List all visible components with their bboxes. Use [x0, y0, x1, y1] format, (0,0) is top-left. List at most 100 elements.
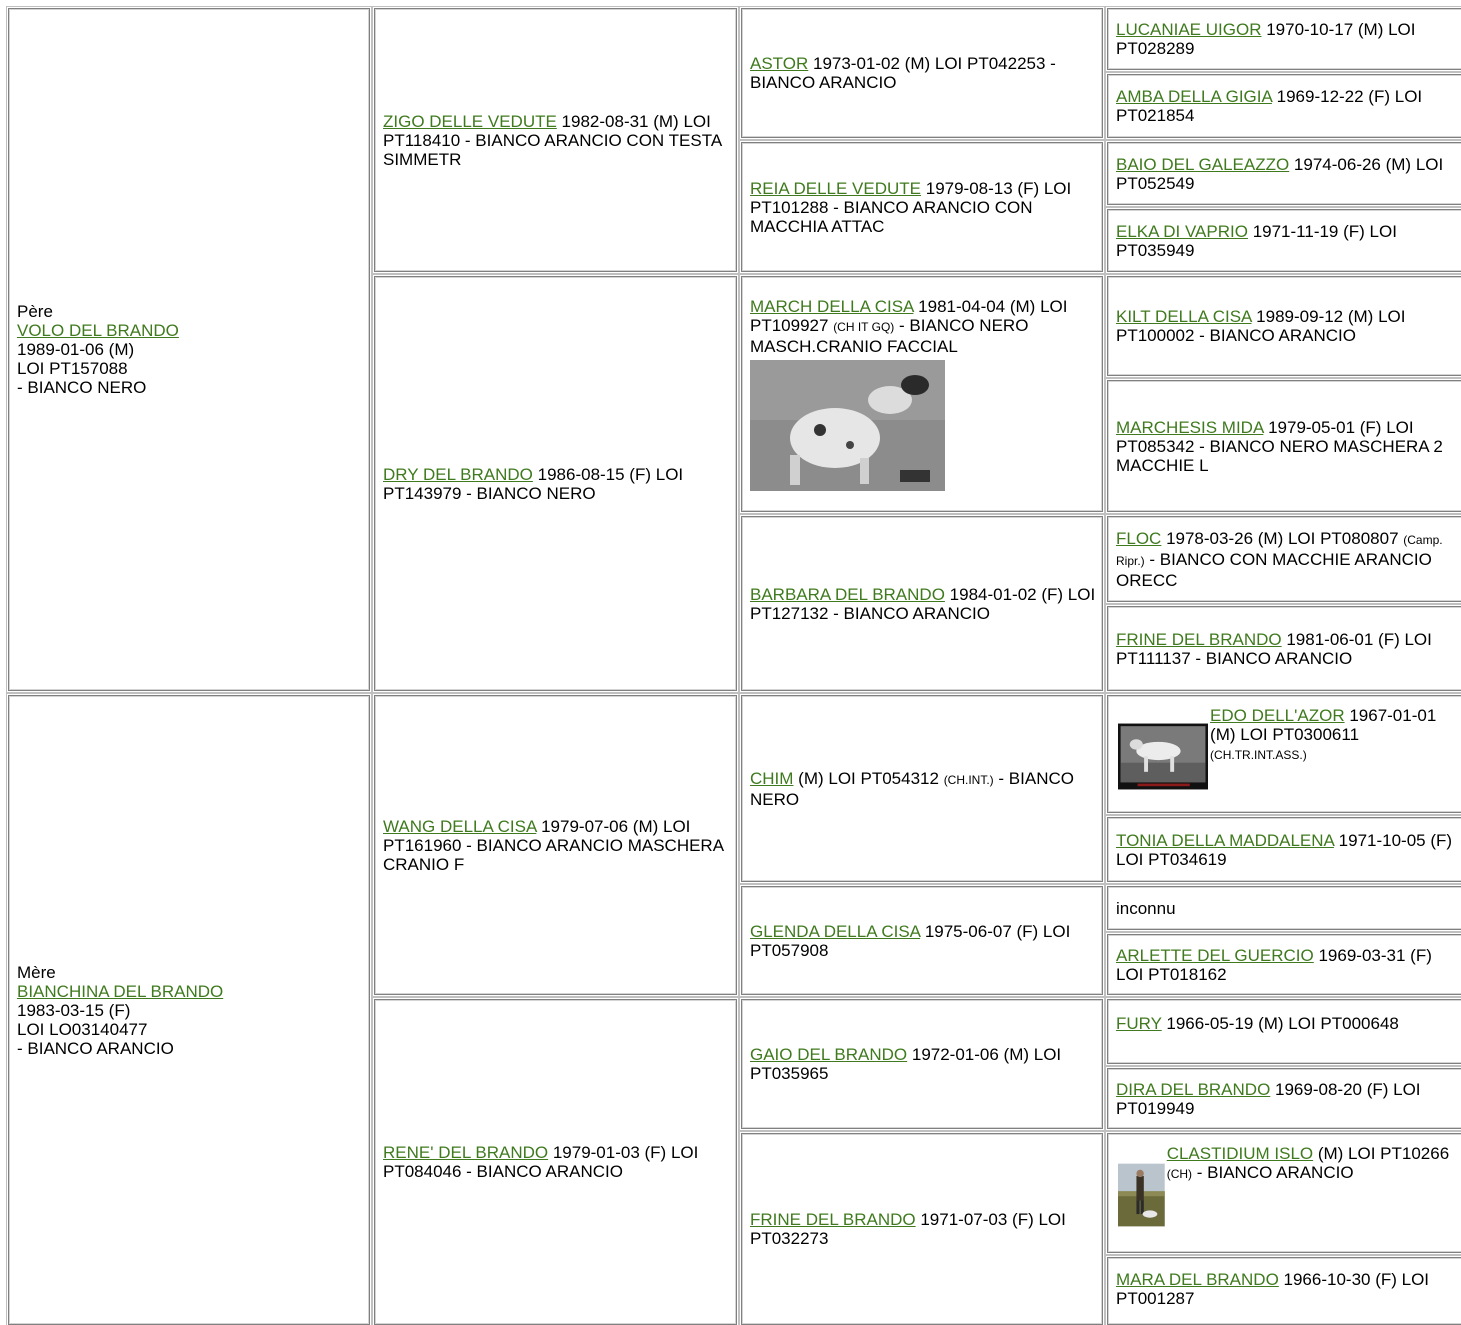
gen3-chim-title: (CH.INT.): [943, 772, 994, 787]
gen4-dira-details: 1969-08-20 (F) LOI PT019949: [1116, 1079, 1421, 1118]
dam-cell: Mère BIANCHINA DEL BRANDO 1983-03-15 (F)…: [6, 693, 372, 1325]
gen3-astor-link[interactable]: ASTOR: [750, 54, 809, 73]
gen3-astor-details: 1973-01-02 (M) LOI PT042253 - BIANCO ARA…: [750, 54, 1056, 92]
gen4-mara-link[interactable]: MARA DEL BRANDO: [1116, 1270, 1279, 1289]
dam-birth: 1983-03-15 (F): [17, 1000, 131, 1020]
unknown-label: inconnu: [1116, 898, 1176, 918]
gen3-chim-color: - BIANCO NERO: [750, 768, 1074, 809]
gen4-mara-cell: MARA DEL BRANDO 1966-10-30 (F) LOI PT001…: [1105, 1255, 1461, 1325]
gen3-gaio-cell: GAIO DEL BRANDO 1972-01-06 (M) LOI PT035…: [739, 997, 1105, 1131]
gen4-kilt-details: 1989-09-12 (M) LOI PT100002 - BIANCO ARA…: [1116, 307, 1406, 345]
dog-photo[interactable]: [1118, 706, 1209, 807]
dam-registration: LOI LO03140477: [17, 1019, 148, 1039]
gen2-rene-cell: RENE' DEL BRANDO 1979-01-03 (F) LOI PT08…: [372, 997, 739, 1325]
gen3-chim-link[interactable]: CHIM: [750, 768, 794, 788]
gen4-edo-title: (CH.TR.INT.ASS.): [1210, 748, 1307, 762]
sire-cell: Père VOLO DEL BRANDO 1989-01-06 (M) LOI …: [6, 6, 372, 693]
gen2-wang-link[interactable]: WANG DELLA CISA: [383, 816, 537, 836]
gen4-fury-link[interactable]: FURY: [1116, 1014, 1162, 1033]
gen3-reia-details: 1979-08-13 (F) LOI PT101288 - BIANCO ARA…: [750, 178, 1072, 236]
gen2-rene-link[interactable]: RENE' DEL BRANDO: [383, 1143, 549, 1162]
sire-birth: 1989-01-06 (M): [17, 340, 135, 359]
gen3-astor-cell: ASTOR 1973-01-02 (M) LOI PT042253 - BIAN…: [739, 6, 1105, 140]
gen4-floc-link[interactable]: FLOC: [1116, 528, 1162, 548]
gen4-edo-cell: EDO DELL'AZOR 1967-01-01 (M) LOI PT03006…: [1105, 693, 1461, 815]
gen4-dira-cell: DIRA DEL BRANDO 1969-08-20 (F) LOI PT019…: [1105, 1066, 1461, 1131]
gen4-tonia-link[interactable]: TONIA DELLA MADDALENA: [1116, 830, 1334, 850]
gen4-arlette-details: 1969-03-31 (F) LOI PT018162: [1116, 945, 1432, 984]
gen3-reia-link[interactable]: REIA DELLE VEDUTE: [750, 178, 922, 198]
gen4-amba-cell: AMBA DELLA GIGIA 1969-12-22 (F) LOI PT02…: [1105, 72, 1461, 140]
gen4-unknown-cell: inconnu: [1105, 884, 1461, 932]
gen4-lucaniae-details: 1970-10-17 (M) LOI PT028289: [1116, 20, 1416, 58]
gen4-floc-details: 1978-03-26 (M) LOI PT080807: [1161, 528, 1404, 548]
gen4-fury-details: 1966-05-19 (M) LOI PT000648: [1161, 1014, 1399, 1033]
sire-role-label: Père: [17, 302, 53, 321]
gen2-dry-details: 1986-08-15 (F) LOI PT143979 - BIANCO NER…: [383, 464, 684, 503]
gen3-glenda-link[interactable]: GLENDA DELLA CISA: [750, 921, 921, 941]
gen4-edo-link[interactable]: EDO DELL'AZOR: [1210, 706, 1345, 725]
gen4-clastidium-cell: CLASTIDIUM ISLO (M) LOI PT10266 (CH) - B…: [1105, 1131, 1461, 1255]
gen4-floc-cell: FLOC 1978-03-26 (M) LOI PT080807 (Camp. …: [1105, 514, 1461, 604]
dog-photo[interactable]: [750, 360, 945, 491]
dam-color: - BIANCO ARANCIO: [17, 1038, 174, 1058]
gen4-fury-cell: FURY 1966-05-19 (M) LOI PT000648: [1105, 997, 1461, 1066]
gen3-gaio-link[interactable]: GAIO DEL BRANDO: [750, 1045, 908, 1064]
gen4-frine1981-details: 1981-06-01 (F) LOI PT111137 - BIANCO ARA…: [1116, 629, 1432, 668]
gen4-elka-details: 1971-11-19 (F) LOI PT035949: [1116, 221, 1397, 260]
gen4-baio-details: 1974-06-26 (M) LOI PT052549: [1116, 154, 1444, 193]
gen2-zigo-link[interactable]: ZIGO DELLE VEDUTE: [383, 111, 557, 131]
gen4-kilt-cell: KILT DELLA CISA 1989-09-12 (M) LOI PT100…: [1105, 274, 1461, 378]
gen2-zigo-details: 1982-08-31 (M) LOI PT118410 - BIANCO ARA…: [383, 111, 722, 169]
gen2-rene-details: 1979-01-03 (F) LOI PT084046 - BIANCO ARA…: [383, 1143, 699, 1181]
gen2-dry-link[interactable]: DRY DEL BRANDO: [383, 464, 533, 484]
gen4-clastidium-details: (M) LOI PT10266: [1313, 1144, 1450, 1163]
gen3-glenda-details: 1975-06-07 (F) LOI PT057908: [750, 921, 1071, 960]
gen4-marchesis-details: 1979-05-01 (F) LOI PT085342 - BIANCO NER…: [1116, 417, 1443, 475]
gen4-marchesis-link[interactable]: MARCHESIS MIDA: [1116, 417, 1264, 437]
gen3-barbara-details: 1984-01-02 (F) LOI PT127132 - BIANCO ARA…: [750, 584, 1096, 623]
gen2-wang-cell: WANG DELLA CISA 1979-07-06 (M) LOI PT161…: [372, 693, 739, 997]
gen4-amba-link[interactable]: AMBA DELLA GIGIA: [1116, 87, 1272, 106]
gen3-march-link[interactable]: MARCH DELLA CISA: [750, 297, 914, 316]
gen4-marchesis-cell: MARCHESIS MIDA 1979-05-01 (F) LOI PT0853…: [1105, 378, 1461, 514]
gen4-frine1981-cell: FRINE DEL BRANDO 1981-06-01 (F) LOI PT11…: [1105, 604, 1461, 693]
gen3-chim-details: (M) LOI PT054312: [793, 768, 944, 788]
gen4-floc-title: (Camp. Ripr.): [1116, 532, 1443, 568]
gen3-frine1971-link[interactable]: FRINE DEL BRANDO: [750, 1210, 916, 1229]
gen3-frine1971-details: 1971-07-03 (F) LOI PT032273: [750, 1210, 1066, 1248]
gen3-gaio-details: 1972-01-06 (M) LOI PT035965: [750, 1045, 1062, 1083]
gen4-lucaniae-link[interactable]: LUCANIAE UIGOR: [1116, 20, 1262, 39]
gen4-baio-cell: BAIO DEL GALEAZZO 1974-06-26 (M) LOI PT0…: [1105, 140, 1461, 207]
gen4-clastidium-title: (CH): [1166, 1167, 1193, 1181]
dam-role-label: Mère: [17, 962, 56, 982]
gen3-reia-cell: REIA DELLE VEDUTE 1979-08-13 (F) LOI PT1…: [739, 140, 1105, 274]
gen4-mara-details: 1966-10-30 (F) LOI PT001287: [1116, 1270, 1430, 1308]
gen4-arlette-link[interactable]: ARLETTE DEL GUERCIO: [1116, 945, 1314, 965]
gen4-frine1981-link[interactable]: FRINE DEL BRANDO: [1116, 629, 1282, 649]
sire-name-link[interactable]: VOLO DEL BRANDO: [17, 321, 179, 340]
gen4-arlette-cell: ARLETTE DEL GUERCIO 1969-03-31 (F) LOI P…: [1105, 932, 1461, 997]
gen4-lucaniae-cell: LUCANIAE UIGOR 1970-10-17 (M) LOI PT0282…: [1105, 6, 1461, 72]
gen4-tonia-details: 1971-10-05 (F) LOI PT034619: [1116, 830, 1453, 869]
gen4-tonia-cell: TONIA DELLA MADDALENA 1971-10-05 (F) LOI…: [1105, 815, 1461, 884]
gen3-chim-cell: CHIM (M) LOI PT054312 (CH.INT.) - BIANCO…: [739, 693, 1105, 884]
gen4-floc-color: - BIANCO CON MACCHIE ARANCIO ORECC: [1116, 549, 1432, 590]
gen4-dira-link[interactable]: DIRA DEL BRANDO: [1116, 1079, 1271, 1099]
gen4-amba-details: 1969-12-22 (F) LOI PT021854: [1116, 87, 1423, 125]
gen2-wang-details: 1979-07-06 (M) LOI PT161960 - BIANCO ARA…: [383, 816, 724, 874]
dog-photo[interactable]: [1118, 1144, 1165, 1246]
gen4-clastidium-color: - BIANCO ARANCIO: [1192, 1163, 1354, 1182]
gen3-barbara-link[interactable]: BARBARA DEL BRANDO: [750, 584, 945, 604]
gen3-march-color: - BIANCO NERO MASCH.CRANIO FACCIAL: [750, 316, 1029, 356]
gen3-frine1971-cell: FRINE DEL BRANDO 1971-07-03 (F) LOI PT03…: [739, 1131, 1105, 1325]
gen4-clastidium-link[interactable]: CLASTIDIUM ISLO: [1166, 1144, 1314, 1163]
gen4-kilt-link[interactable]: KILT DELLA CISA: [1116, 307, 1252, 326]
gen4-baio-link[interactable]: BAIO DEL GALEAZZO: [1116, 154, 1290, 174]
gen2-zigo-cell: ZIGO DELLE VEDUTE 1982-08-31 (M) LOI PT1…: [372, 6, 739, 274]
gen3-barbara-cell: BARBARA DEL BRANDO 1984-01-02 (F) LOI PT…: [739, 514, 1105, 693]
gen4-elka-link[interactable]: ELKA DI VAPRIO: [1116, 221, 1248, 241]
sire-color: - BIANCO NERO: [17, 378, 147, 397]
gen4-edo-details: 1967-01-01 (M) LOI PT0300611: [1210, 706, 1437, 744]
dam-name-link[interactable]: BIANCHINA DEL BRANDO: [17, 981, 224, 1001]
